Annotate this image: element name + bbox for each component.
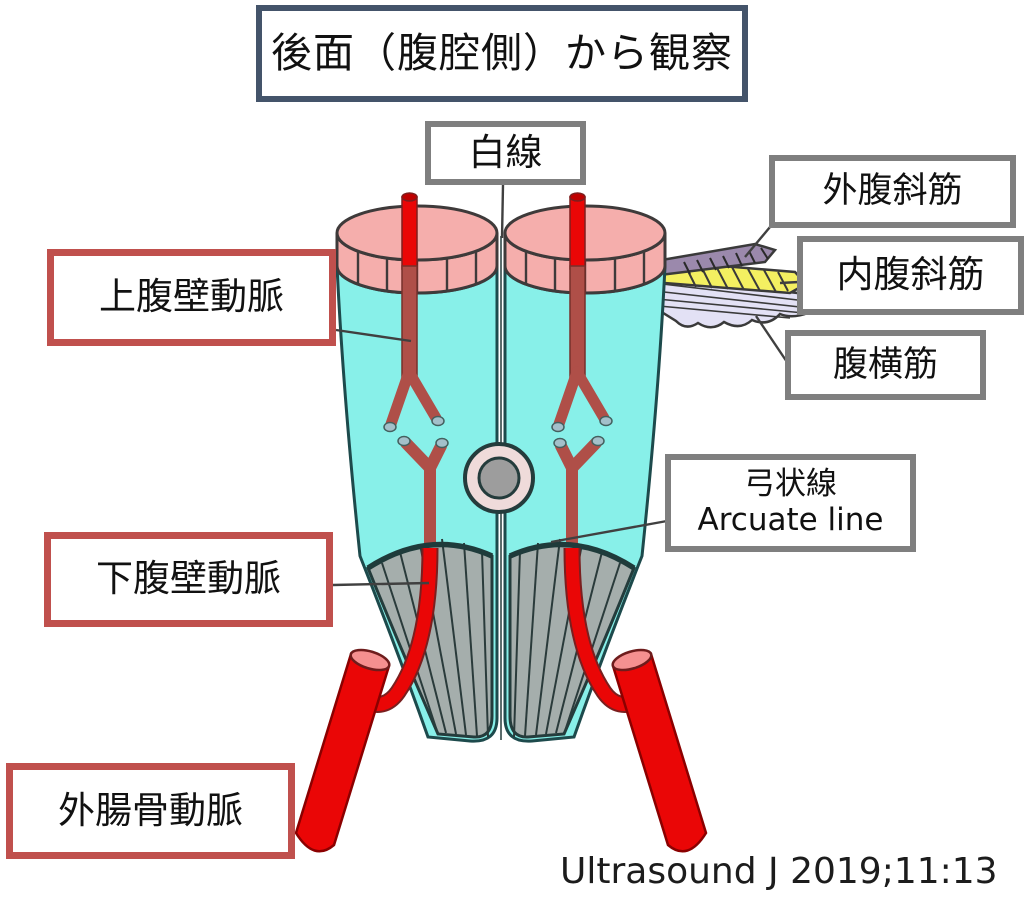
leader-arcuate-line [550, 519, 668, 544]
right-arcuate-line [508, 541, 636, 571]
label-transversus: 腹横筋 [785, 330, 986, 400]
leader-inferior-epigastric [332, 581, 430, 587]
left-superior-epigastric-deep [401, 265, 418, 379]
vessel-cut-cap [383, 421, 397, 433]
vessel-cut-cap [431, 415, 445, 427]
label-external-iliac: 外腸骨動脈 [6, 763, 295, 859]
label-linea-alba: 白線 [425, 121, 586, 185]
title-text: 後面（腹腔側）から観察 [271, 28, 733, 77]
label-external-oblique: 外腹斜筋 [769, 155, 1016, 228]
leader-superior-epigastric [335, 328, 412, 343]
right-superior-epigastric-bright [569, 196, 586, 270]
left-inferior-epigastric-deep [400, 437, 447, 558]
inferior-epigastric-text: 下腹壁動脈 [96, 557, 281, 601]
external-oblique-text: 外腹斜筋 [822, 171, 963, 212]
left-iliac-cut-cap [349, 648, 391, 672]
transversus-stripes [653, 282, 810, 319]
title-box: 後面（腹腔側）から観察 [256, 5, 748, 102]
label-superior-epigastric: 上腹壁動脈 [47, 249, 336, 346]
external-iliac-arteries [294, 648, 708, 853]
label-inferior-epigastric: 下腹壁動脈 [44, 532, 333, 627]
left-superior-epigastric-bright [401, 196, 418, 270]
superior-epigastric-text: 上腹壁動脈 [99, 275, 284, 319]
vessel-cut-cap [435, 437, 449, 449]
right-superior-epigastric-deep [569, 265, 586, 379]
internal-oblique-text: 内腹斜筋 [836, 253, 985, 297]
citation-text: Ultrasound J 2019;11:13 [560, 851, 998, 892]
lateral-muscle-layers [648, 242, 812, 329]
leader-external-oblique [744, 226, 771, 258]
leader-transversus [755, 315, 788, 363]
umbilicus [463, 442, 535, 514]
transversus-text: 腹横筋 [832, 344, 938, 385]
left-superior-branches [385, 366, 442, 430]
arcuate-line-en-text: Arcuate line [697, 502, 884, 538]
external-oblique-hatches [683, 247, 769, 275]
label-arcuate-line: 弓状線 Arcuate line [665, 454, 916, 552]
external-iliac-text: 外腸骨動脈 [58, 788, 243, 832]
left-iliac-tube [294, 652, 391, 853]
leader-internal-oblique [779, 280, 800, 285]
left-arcuate-line [366, 541, 494, 571]
label-internal-oblique: 内腹斜筋 [797, 236, 1024, 315]
right-artery-top-cap [569, 192, 586, 202]
vessel-cut-cap [397, 435, 411, 447]
vessel-cut-cap [599, 415, 613, 427]
right-iliac-cut-cap [611, 648, 653, 672]
left-artery-top-cap [401, 192, 418, 202]
right-iliac-tube [611, 652, 708, 853]
vessel-cut-cap [591, 435, 605, 447]
arcuate-line-jp-text: 弓状線 [744, 466, 837, 503]
leader-linea-alba [500, 184, 505, 239]
right-superior-branches [553, 366, 610, 430]
leader-lines [332, 184, 800, 587]
vessel-cut-cap [551, 421, 565, 433]
rectus-below-arcuate [366, 538, 636, 739]
linea-alba-text: 白線 [468, 130, 543, 174]
vessel-cut-cap [553, 437, 567, 449]
